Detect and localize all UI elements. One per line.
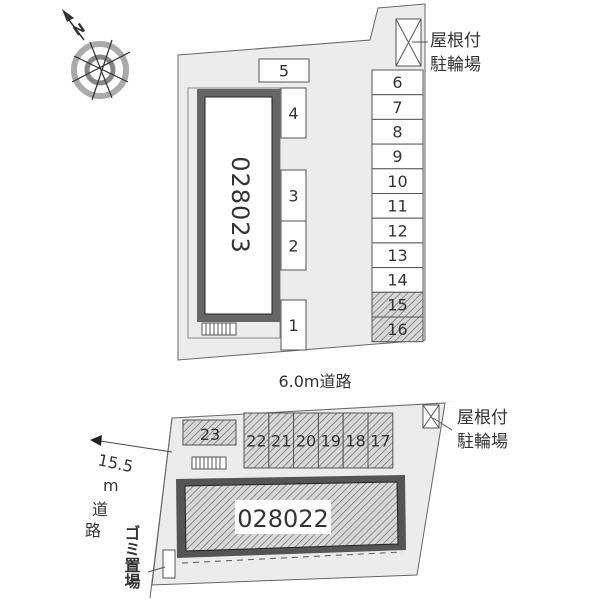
stairs-bottom	[191, 456, 227, 470]
road-left-label-2: m	[103, 476, 119, 495]
garbage-label: ゴミ置場	[122, 524, 141, 590]
spot-label-1: 1	[288, 316, 298, 335]
building-id-top: 028023	[226, 156, 254, 254]
spot-label-21: 21	[271, 431, 291, 450]
parking-spot-9	[371, 143, 424, 170]
parking-spot-12	[371, 217, 424, 244]
parking-spot-1	[280, 299, 307, 351]
spot-label-8: 8	[392, 123, 402, 142]
spot-label-15: 15	[387, 295, 407, 314]
building-id-bottom: 028022	[237, 505, 329, 533]
spot-label-9: 9	[392, 147, 402, 166]
spot-label-4: 4	[288, 104, 298, 123]
bike-label-top-2: 駐輪場	[430, 55, 481, 75]
spot-label-10: 10	[387, 172, 407, 191]
parking-spot-23	[182, 419, 237, 446]
parking-spot-16	[371, 316, 424, 343]
spot-label-3: 3	[288, 186, 298, 205]
compass-icon: N	[62, 9, 131, 101]
bike-label-top-1: 屋根付	[430, 31, 481, 51]
parking-spot-3	[280, 169, 307, 222]
spot-label-18: 18	[345, 431, 365, 450]
spot-label-16: 16	[387, 320, 407, 339]
spot-label-13: 13	[387, 246, 407, 265]
parking-spot-13	[371, 242, 424, 269]
road-arrow-icon	[90, 435, 102, 446]
parking-spot-14	[371, 267, 424, 293]
parking-spot-8	[371, 118, 424, 145]
spot-label-23: 23	[200, 425, 220, 444]
spot-label-12: 12	[387, 221, 407, 240]
spot-label-19: 19	[321, 431, 341, 450]
road-label-top: 6.0m道路	[278, 372, 351, 391]
stairs-top	[201, 322, 237, 336]
spot-label-6: 6	[392, 73, 402, 92]
parking-spot-4	[280, 87, 307, 139]
parking-spot-10	[371, 168, 424, 195]
spot-label-7: 7	[392, 98, 402, 117]
north-arrow-icon	[62, 9, 74, 22]
road-left-label-3: 道	[92, 500, 108, 519]
spot-label-2: 2	[288, 236, 298, 255]
parking-spot-17	[367, 412, 394, 469]
spot-label-22: 22	[246, 431, 266, 450]
spot-label-17: 17	[370, 431, 390, 450]
bike-label-bottom-2: 駐輪場	[457, 432, 508, 452]
road-left-label-1: 15.5	[96, 450, 135, 476]
parking-spot-6	[371, 69, 424, 96]
spot-label-11: 11	[387, 197, 407, 216]
bike-label-bottom-1: 屋根付	[457, 408, 508, 428]
parking-spot-7	[371, 94, 424, 120]
bike-shelter-top	[395, 18, 428, 67]
parking-spot-19	[317, 412, 344, 469]
garbage-area	[162, 549, 176, 579]
parking-spot-5	[258, 58, 310, 83]
parking-spot-18	[342, 412, 369, 469]
road-left-label-4: 路	[85, 521, 101, 540]
parking-spot-2	[280, 220, 307, 271]
parking-spot-11	[371, 193, 424, 219]
spot-label-20: 20	[296, 431, 316, 450]
north-label: N	[71, 21, 89, 40]
spot-label-5: 5	[279, 61, 289, 80]
parking-spot-21	[268, 412, 295, 469]
bike-shelter-bottom	[422, 404, 453, 431]
parking-spot-15	[371, 291, 424, 318]
spot-label-14: 14	[387, 271, 407, 290]
